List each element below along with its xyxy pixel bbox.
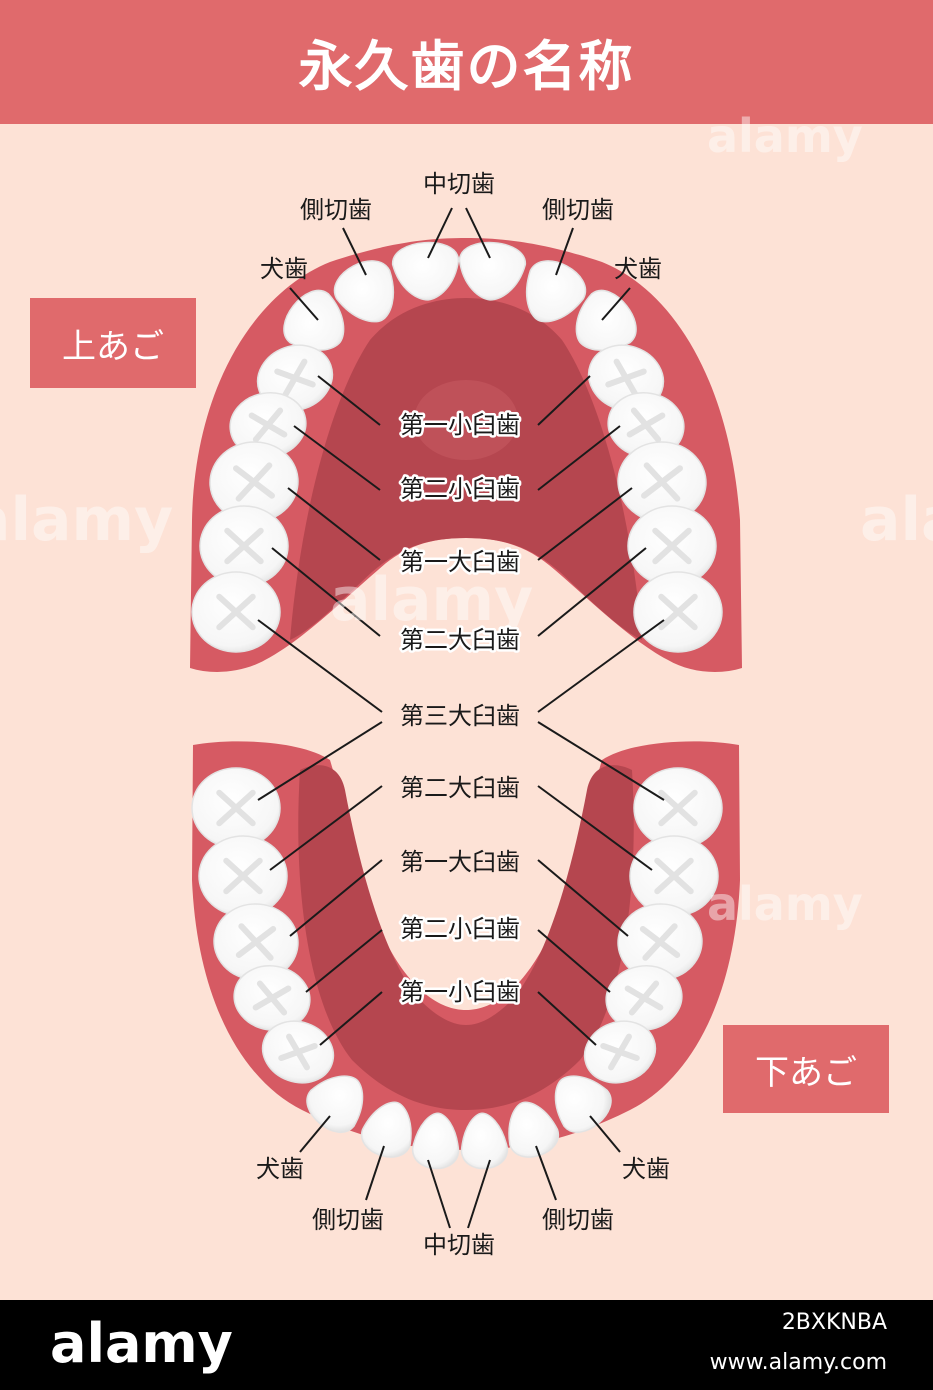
leader-line — [537, 929, 611, 993]
leader-line — [287, 487, 381, 561]
leader-line — [537, 619, 665, 713]
upper-jaw-label: 上あご — [30, 298, 196, 388]
label-third-molar: 第三大臼歯 — [400, 702, 520, 730]
leader-line — [305, 929, 383, 993]
tooth-lower-first-premolar-right — [583, 1020, 657, 1084]
leader-line — [537, 859, 629, 937]
tooth-upper-second-premolar-left — [229, 392, 307, 458]
tooth-upper-third-molar-right — [633, 571, 723, 653]
palate-highlight — [414, 380, 518, 460]
leader-line — [257, 619, 383, 713]
leader-line — [555, 227, 574, 276]
leader-line — [465, 207, 491, 259]
tooth-lower-first-molar-left — [213, 903, 299, 981]
tooth-lower-second-molar-right — [629, 835, 719, 917]
leader-line — [537, 547, 647, 637]
leader-line — [365, 1145, 385, 1201]
label-lower-second-molar: 第二大臼歯 — [400, 774, 520, 802]
watermarks: alamy alamy alamy alamy alamy — [0, 109, 933, 931]
tooth-lower-first-premolar-left — [261, 1020, 335, 1084]
tooth-lower-lateral-right — [508, 1101, 560, 1158]
tooth-lower-second-premolar-left — [233, 965, 311, 1031]
label-upper-first-premolar: 第一小臼歯 — [400, 411, 520, 439]
leader-line — [537, 487, 633, 561]
leader-lines — [257, 207, 665, 1229]
label-lower-central-incisor: 中切歯 — [423, 1231, 495, 1259]
leader-line — [537, 375, 591, 426]
leader-line — [537, 425, 621, 491]
label-lower-first-molar: 第一大臼歯 — [400, 848, 520, 876]
tooth-lower-third-molar-left — [191, 767, 281, 849]
label-upper-second-premolar: 第二小臼歯 — [400, 475, 520, 503]
watermark: alamy — [0, 485, 173, 555]
leader-line — [269, 785, 383, 871]
label-lower-second-premolar: 第二小臼歯 — [400, 915, 520, 943]
leader-line — [293, 425, 381, 491]
label-upper-lateral-incisor-left: 側切歯 — [300, 196, 372, 224]
tooth-upper-lateral-right — [525, 260, 587, 323]
footer-logo: alamy — [50, 1312, 233, 1375]
footer-url: www.alamy.com — [709, 1350, 887, 1375]
lower-jaw-label: 下あご — [723, 1025, 889, 1113]
leader-line — [601, 287, 631, 321]
watermark: alamy — [707, 109, 863, 163]
tooth-lower-canine-left — [306, 1075, 364, 1133]
label-lower-first-premolar: 第一小臼歯 — [400, 978, 520, 1006]
leader-line — [289, 287, 319, 321]
tooth-upper-central-left — [391, 241, 460, 301]
tooth-lower-canine-right — [554, 1075, 612, 1133]
tooth-upper-central-right — [458, 241, 527, 301]
label-lower-canine-right: 犬歯 — [622, 1155, 670, 1183]
tooth-upper-lateral-left — [333, 260, 395, 323]
footer-image-id: 2BXKNBA — [781, 1310, 887, 1335]
leader-line — [427, 207, 453, 259]
leader-line — [535, 1145, 557, 1201]
label-upper-central-incisor: 中切歯 — [423, 170, 495, 198]
leader-line — [537, 785, 653, 871]
tooth-lower-second-molar-left — [198, 835, 288, 917]
leader-line — [257, 721, 383, 801]
leader-line — [537, 721, 665, 801]
watermark: alamy — [707, 877, 863, 931]
label-upper-first-molar: 第一大臼歯 — [400, 548, 520, 576]
tooth-lower-first-molar-right — [617, 903, 703, 981]
tooth-lower-central-right — [460, 1112, 509, 1170]
leader-line — [342, 227, 367, 276]
lower-floor — [298, 765, 634, 1110]
label-upper-canine-left: 犬歯 — [260, 255, 308, 283]
leader-line — [299, 1115, 331, 1153]
watermark: alamy — [860, 485, 933, 555]
label-lower-lateral-incisor-right: 側切歯 — [542, 1206, 614, 1234]
label-lower-lateral-incisor-left: 側切歯 — [312, 1206, 384, 1234]
leader-line — [589, 1115, 621, 1153]
upper-labels: 中切歯 側切歯 側切歯 犬歯 犬歯 第一小臼歯 第二小臼歯 第一大臼歯 第二大臼… — [260, 170, 662, 657]
footer-bar: alamy 2BXKNBA www.alamy.com — [0, 1300, 933, 1390]
lower-teeth — [191, 767, 723, 1170]
tooth-lower-lateral-left — [360, 1101, 412, 1158]
leader-line — [537, 991, 597, 1046]
tooth-lower-third-molar-right — [633, 767, 723, 849]
lower-labels: 第二大臼歯 第一大臼歯 第二小臼歯 第一小臼歯 犬歯 犬歯 側切歯 側切歯 中切… — [256, 774, 670, 1259]
leader-line — [271, 547, 381, 637]
tooth-lower-second-premolar-right — [605, 965, 683, 1031]
leader-line — [319, 991, 383, 1046]
tooth-upper-canine-left — [283, 289, 345, 351]
upper-palate — [290, 298, 642, 640]
label-lower-canine-left: 犬歯 — [256, 1155, 304, 1183]
page-title: 永久歯の名称 — [298, 35, 635, 98]
tooth-upper-first-molar-right — [617, 441, 707, 523]
label-upper-canine-right: 犬歯 — [614, 255, 662, 283]
title-banner: 永久歯の名称 — [0, 0, 933, 124]
tooth-upper-third-molar-left — [191, 571, 281, 653]
label-upper-lateral-incisor-right: 側切歯 — [542, 196, 614, 224]
watermark: alamy — [330, 565, 533, 635]
upper-teeth — [191, 241, 723, 653]
leader-line — [467, 1159, 491, 1229]
leader-line — [289, 859, 383, 937]
leader-line — [427, 1159, 451, 1229]
label-upper-second-molar: 第二大臼歯 — [400, 626, 520, 654]
leader-line — [317, 375, 381, 426]
